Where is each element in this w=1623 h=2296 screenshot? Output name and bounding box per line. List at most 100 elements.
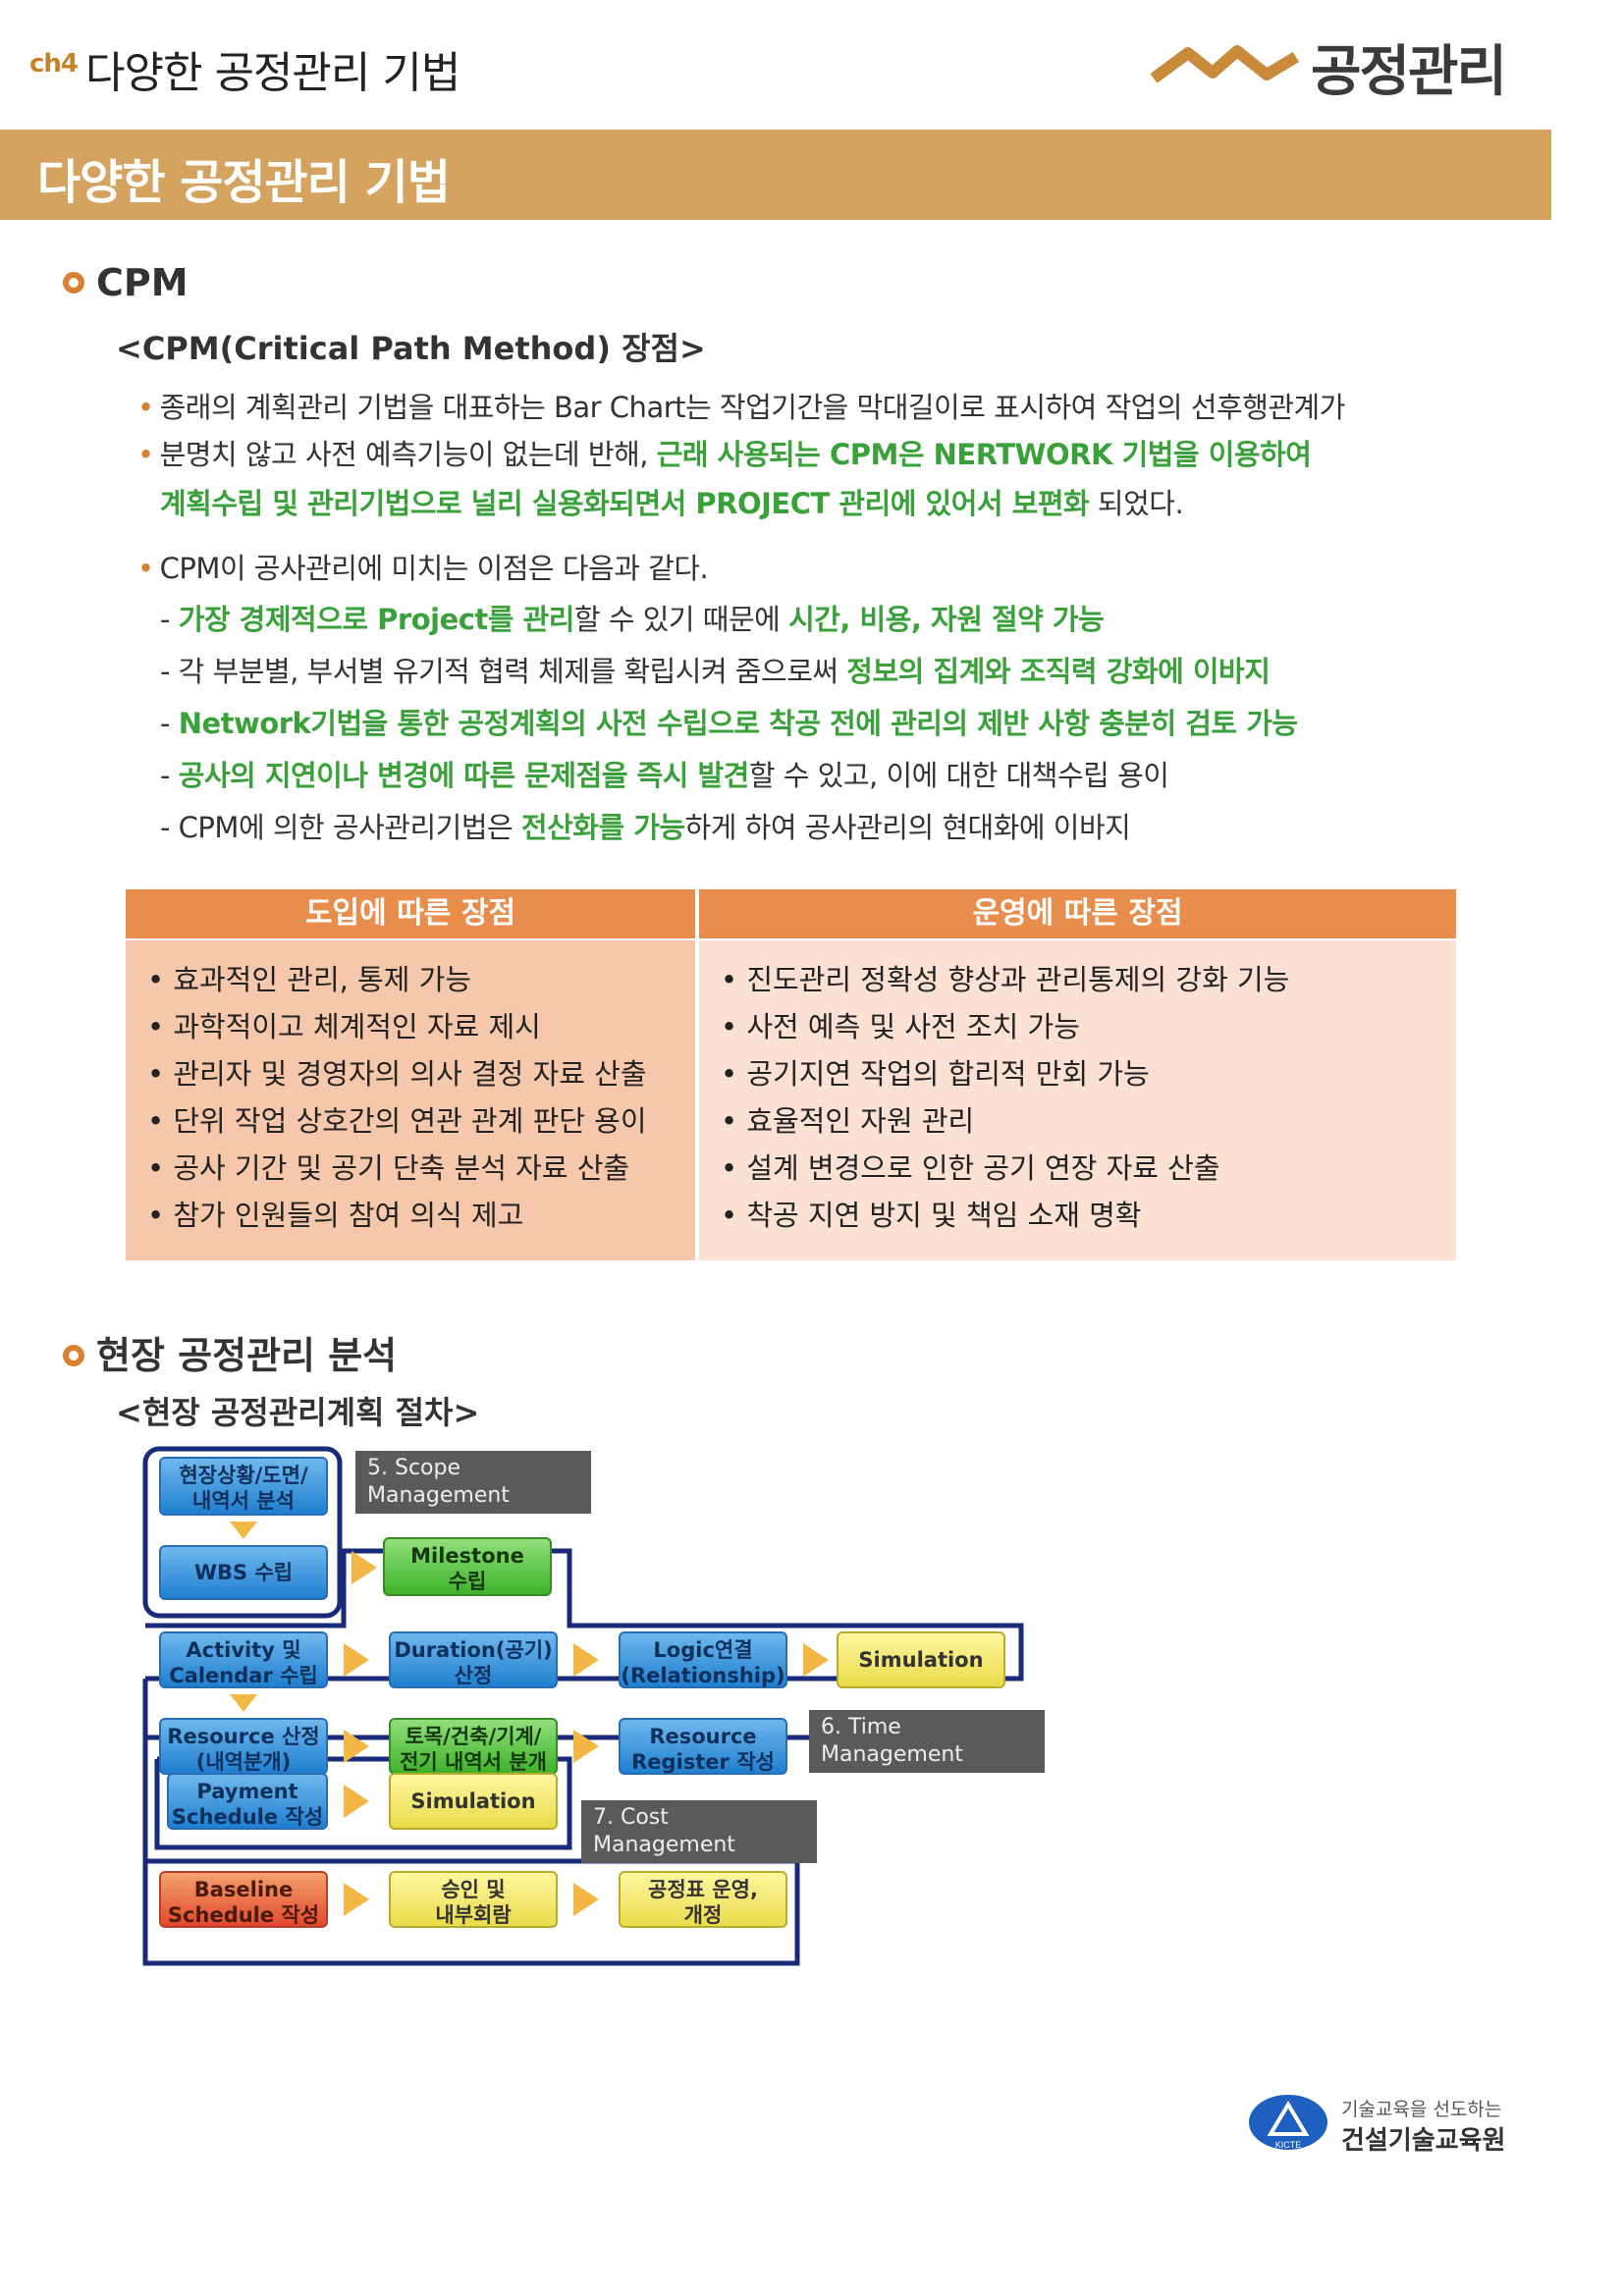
highlight-text: 근래 사용되는 CPM은 NERTWORK 기법을 이용하여 [656, 438, 1312, 471]
table-header-intro: 도입에 따른 장점 [126, 889, 695, 938]
site-heading: 현장 공정관리 분석 [63, 1325, 397, 1379]
dot-bullet-icon: • [137, 552, 154, 585]
brand-mountain-icon [1150, 45, 1300, 82]
ring-bullet-icon [63, 271, 84, 294]
table-header-operation: 운영에 따른 장점 [699, 889, 1456, 938]
cpm-p1-line1: •종래의 계획관리 기법을 대표하는 Bar Chart는 작업기간을 막대길이… [137, 385, 1345, 426]
list-item: • 관리자 및 경영자의 의사 결정 자료 산출 [147, 1057, 647, 1091]
table-cell-intro: • 효과적인 관리, 통제 가능 • 과학적이고 체계적인 자료 제시 • 관리… [126, 940, 695, 1260]
list-item: • 착공 지연 방지 및 책임 소재 명확 [721, 1199, 1142, 1232]
logo-text: KICTE [1275, 2140, 1302, 2150]
arrow-right-icon [344, 1643, 369, 1677]
cpm-heading-text: CPM [96, 261, 189, 304]
step-resource: Resource 산정(내역분개) [159, 1718, 328, 1775]
step-duration: Duration(공기)산정 [389, 1631, 558, 1688]
table-cell-operation: • 진도관리 정확성 향상과 관리통제의 강화 기능 • 사전 예측 및 사전 … [699, 940, 1456, 1260]
list-item: • 참가 인원들의 참여 의식 제고 [147, 1199, 524, 1232]
step-logic: Logic연결(Relationship) [619, 1631, 787, 1688]
list-item: • 사전 예측 및 사전 조치 가능 [721, 1010, 1080, 1043]
step-wbs: WBS 수립 [159, 1545, 328, 1600]
text: - [160, 759, 179, 792]
text: - [160, 603, 179, 636]
cpm-p1-line2: •분명치 않고 사전 예측기능이 없는데 반해, 근래 사용되는 CPM은 NE… [137, 432, 1312, 473]
section-banner: 다양한 공정관리 기법 [0, 130, 1551, 220]
text: 되었다. [1089, 487, 1184, 520]
ring-bullet-icon [63, 1344, 84, 1366]
arrow-right-icon [344, 1730, 369, 1763]
list-item: • 효율적인 자원 관리 [721, 1104, 975, 1138]
highlight-text: 정보의 집계와 조직력 강화에 이바지 [846, 655, 1271, 688]
arrow-right-icon [573, 1883, 599, 1916]
step-site-analysis: 현장상황/도면/내역서 분석 [159, 1457, 328, 1516]
text: - CPM에 의한 공사관리기법은 [160, 811, 521, 844]
cpm-benefit-5: - CPM에 의한 공사관리기법은 전산화를 가능하게 하여 공사관리의 현대화… [160, 805, 1131, 846]
list-item: • 과학적이고 체계적인 자료 제시 [147, 1010, 541, 1043]
arrow-right-icon [344, 1785, 369, 1818]
cpm-benefit-2: - 각 부분별, 부서별 유기적 협력 체제를 확립시켜 줌으로써 정보의 집계… [160, 649, 1271, 690]
site-subheading: <현장 공정관리계획 절차> [116, 1394, 480, 1431]
text: 할 수 있기 때문에 [573, 603, 789, 636]
advantages-table: 도입에 따른 장점 운영에 따른 장점 • 효과적인 관리, 통제 가능 • 과… [126, 889, 1456, 1260]
highlight-text: 가장 경제적으로 Project를 관리 [178, 603, 575, 636]
arrow-down-icon [230, 1694, 257, 1712]
list-item: • 진도관리 정확성 향상과 관리통제의 강화 기능 [721, 963, 1290, 996]
step-simulation-2: Simulation [389, 1773, 558, 1830]
dot-bullet-icon: • [137, 391, 154, 424]
step-civil-breakdown: 토목/건축/기계/전기 내역서 분개 [389, 1718, 558, 1775]
text: - [160, 707, 179, 740]
kicte-logo-icon: KICTE [1249, 2095, 1327, 2150]
list-item: • 공사 기간 및 공기 단축 분석 자료 산출 [147, 1151, 630, 1185]
site-heading-text: 현장 공정관리 분석 [96, 1334, 398, 1377]
highlight-text: 공사의 지연이나 변경에 따른 문제점을 즉시 발견 [178, 759, 750, 792]
text: 분명치 않고 사전 예측기능이 없는데 반해, [159, 438, 657, 471]
list-item: • 효과적인 관리, 통제 가능 [147, 963, 471, 996]
highlight-text: 계획수립 및 관리기법으로 널리 실용화되면서 PROJECT 관리에 있어서 … [160, 487, 1090, 520]
text: 하게 하여 공사관리의 현대화에 이바지 [684, 811, 1131, 844]
footer-org: 건설기술교육원 [1341, 2126, 1506, 2156]
text: - 각 부분별, 부서별 유기적 협력 체제를 확립시켜 줌으로써 [160, 655, 847, 688]
arrow-right-icon [344, 1883, 369, 1916]
cpm-benefit-4: - 공사의 지연이나 변경에 따른 문제점을 즉시 발견할 수 있고, 이에 대… [160, 753, 1169, 794]
arrow-right-icon [352, 1551, 377, 1584]
list-item: • 단위 작업 상호간의 연관 관계 판단 용이 [147, 1104, 647, 1138]
dot-bullet-icon: • [137, 438, 154, 471]
cpm-heading: CPM [63, 261, 189, 304]
text: 할 수 있고, 이에 대한 대책수립 용이 [748, 759, 1169, 792]
footer-tagline: 기술교육을 선도하는 [1341, 2099, 1502, 2120]
cpm-benefit-3: - Network기법을 통한 공정계획의 사전 수립으로 착공 전에 관리의 … [160, 701, 1298, 742]
chapter-title-text: 다양한 공정관리 기법 [85, 48, 460, 98]
cpm-p2-intro: •CPM이 공사관리에 미치는 이점은 다음과 같다. [137, 546, 709, 587]
highlight-text: Network기법을 통한 공정계획의 사전 수립으로 착공 전에 관리의 제반… [178, 707, 1298, 740]
arrow-right-icon [573, 1643, 599, 1677]
text: 종래의 계획관리 기법을 대표하는 Bar Chart는 작업기간을 막대길이로… [159, 391, 1346, 424]
arrow-down-icon [230, 1522, 257, 1539]
brand-text: 공정관리 [1311, 40, 1507, 104]
cpm-benefit-1: - 가장 경제적으로 Project를 관리할 수 있기 때문에 시간, 비용,… [160, 597, 1105, 638]
cpm-p1-line3: 계획수립 및 관리기법으로 널리 실용화되면서 PROJECT 관리에 있어서 … [160, 481, 1184, 522]
chapter-tag: ch4 [29, 49, 79, 80]
highlight-text: 시간, 비용, 자원 절약 가능 [788, 603, 1105, 636]
text: CPM이 공사관리에 미치는 이점은 다음과 같다. [159, 552, 709, 585]
list-item: • 공기지연 작업의 합리적 만회 가능 [721, 1057, 1150, 1091]
arrow-right-icon [573, 1730, 599, 1763]
arrow-right-icon [803, 1643, 829, 1677]
step-schedule-operation: 공정표 운영,개정 [619, 1871, 787, 1928]
highlight-text: 전산화를 가능 [520, 811, 685, 844]
step-simulation-1: Simulation [837, 1631, 1005, 1688]
list-item: • 설계 변경으로 인한 공기 연장 자료 산출 [721, 1151, 1220, 1185]
cpm-subheading: <CPM(Critical Path Method) 장점> [116, 330, 706, 367]
banner-title: 다양한 공정관리 기법 [37, 155, 451, 210]
brand-logo: 공정관리 [1149, 22, 1512, 104]
footer-logo: KICTE 기술교육을 선도하는 건설기술교육원 [1247, 2091, 1542, 2160]
